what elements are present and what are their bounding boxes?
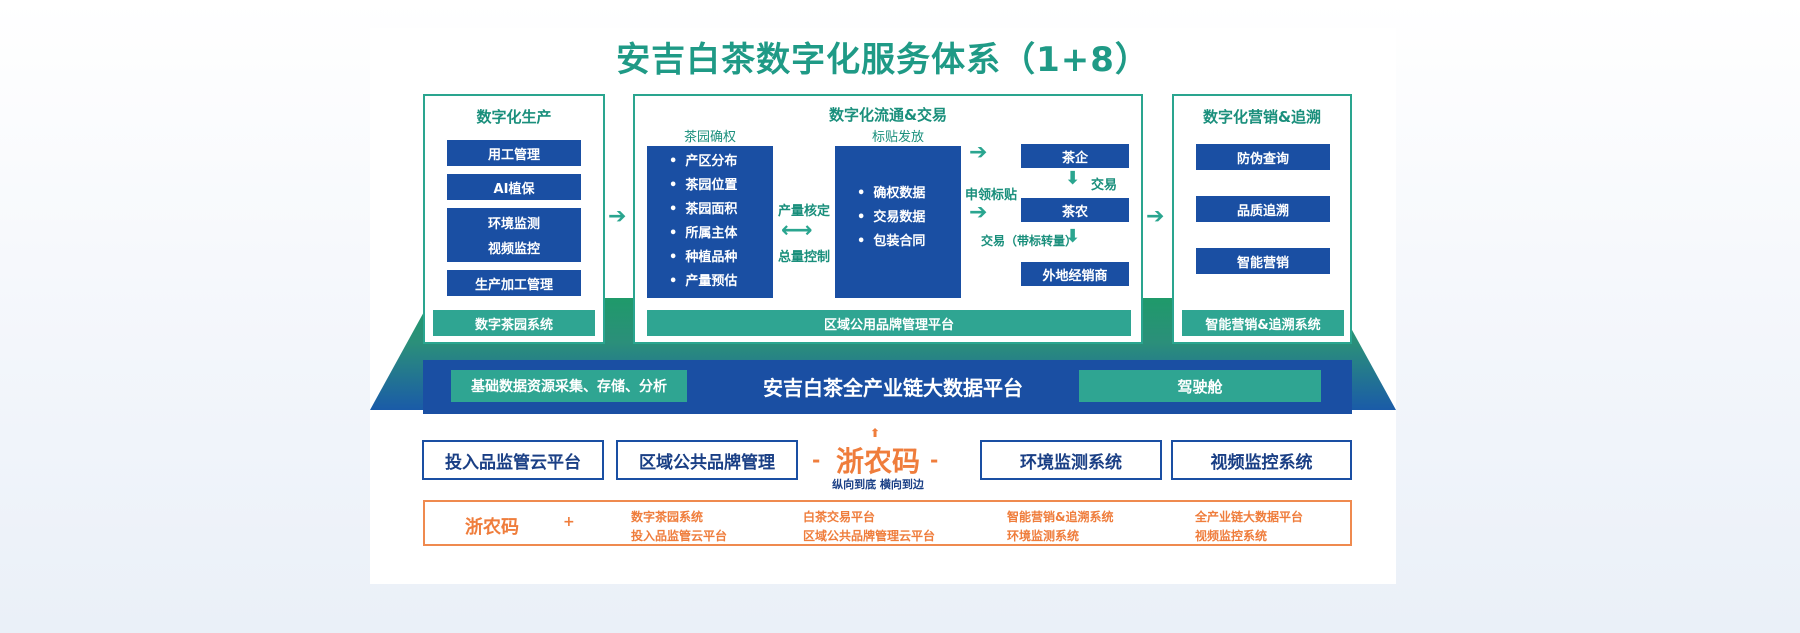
panel-title: 数字化生产 [476, 108, 552, 126]
up-arrow-icon: ⬆ [870, 426, 881, 440]
video-surveillance: 视频监控 [487, 242, 540, 257]
panel-title: 数字化流通&交易 [828, 106, 948, 124]
right-arrow-icon: ➔ [1146, 204, 1165, 229]
legend-item: 区域公共品牌管理云平台 [803, 529, 936, 543]
list-item: 茶园位置 [669, 174, 773, 198]
label-issue-label: 标贴发放 [871, 130, 924, 145]
anti-counterfeit-query: 防伪查询 [1196, 144, 1330, 170]
panel-digital-production: 数字化生产 用工管理 AI植保 环境监测 视频监控 生产加工管理 数字茶园系统 [423, 94, 605, 344]
monitoring-box: 环境监测 视频监控 [447, 208, 581, 262]
right-arrow-icon: ➔ [608, 204, 627, 229]
down-arrow-icon: ⬇ [1065, 226, 1081, 247]
video-surveillance-system: 视频监控系统 [1171, 440, 1352, 480]
total-control-label: 总量控制 [777, 250, 830, 265]
legend-item: 全产业链大数据平台 [1195, 510, 1304, 524]
list-item: 茶园面积 [669, 198, 773, 222]
data-collection-box: 基础数据资源采集、存储、分析 [451, 370, 687, 402]
regional-brand-platform-bar: 区域公用品牌管理平台 [647, 310, 1131, 336]
left-dash-icon: - [812, 448, 821, 472]
double-arrow-icon: ⟷ [781, 218, 813, 243]
big-data-platform-bar: 基础数据资源采集、存储、分析 安吉白茶全产业链大数据平台 驾驶舱 [423, 360, 1352, 414]
list-item: 所属主体 [669, 222, 773, 246]
legend-title: 浙农码 [465, 517, 519, 538]
tea-enterprise-box: 茶企 [1021, 144, 1129, 168]
platform-title: 安吉白茶全产业链大数据平台 [763, 376, 1023, 400]
label-issue-box: 确权数据 交易数据 包装合同 [835, 146, 961, 298]
digital-tea-garden-system: 数字茶园系统 [433, 310, 595, 336]
right-dash-icon: - [930, 448, 939, 472]
zhenong-code-legend: 浙农码 + 数字茶园系统 投入品监管云平台 白茶交易平台 区域公共品牌管理云平台… [423, 500, 1352, 546]
list-item: 确权数据 [857, 182, 961, 206]
output-verification-label: 产量核定 [777, 204, 830, 219]
legend-item: 智能营销&追溯系统 [1007, 510, 1114, 524]
regional-brand-management: 区域公共品牌管理 [616, 440, 798, 480]
panel-digital-circulation: 数字化流通&交易 茶园确权 产区分布 茶园位置 茶园面积 所属主体 种植品种 产… [633, 94, 1143, 344]
list-item: 产区分布 [669, 150, 773, 174]
production-processing-management: 生产加工管理 [447, 270, 581, 296]
quality-traceability: 品质追溯 [1196, 196, 1330, 222]
out-of-town-dealer-box: 外地经销商 [1021, 262, 1129, 286]
apply-label-text: 申领标贴 [965, 188, 1018, 203]
input-supervision-platform: 投入品监管云平台 [422, 440, 604, 480]
right-arrow-icon: ➔ [969, 200, 988, 225]
tea-garden-rights-box: 产区分布 茶园位置 茶园面积 所属主体 种植品种 产量预估 [647, 146, 773, 298]
zhenong-code-subtitle: 纵向到底 横向到边 [832, 478, 924, 491]
legend-item: 投入品监管云平台 [631, 529, 728, 543]
legend-item: 白茶交易平台 [803, 510, 876, 524]
trade-transfer-label: 交易（带标转量） [981, 234, 1078, 248]
right-arrow-icon: ➔ [969, 140, 988, 165]
tea-garden-rights-label: 茶园确权 [683, 130, 736, 145]
panel-title: 数字化营销&追溯 [1202, 108, 1322, 126]
labor-management: 用工管理 [447, 140, 581, 166]
list-item: 种植品种 [669, 246, 773, 270]
legend-item: 环境监测系统 [1007, 529, 1080, 543]
down-arrow-icon: ⬇ [1065, 168, 1081, 189]
panel-digital-marketing: 数字化营销&追溯 防伪查询 品质追溯 智能营销 智能营销&追溯系统 [1172, 94, 1352, 344]
list-item: 包装合同 [857, 230, 961, 254]
environment-monitoring: 环境监测 [487, 217, 540, 232]
tea-farmer-box: 茶农 [1021, 198, 1129, 222]
diagram-canvas: 安吉白茶数字化服务体系（1+8） 数字化生产 用工管理 AI植保 环境监测 视频… [370, 28, 1396, 584]
zhenong-code-title: 浙农码 [835, 445, 920, 478]
trade-label: 交易 [1091, 178, 1118, 193]
diagram-title: 安吉白茶数字化服务体系（1+8） [616, 40, 1150, 80]
list-item: 产量预估 [669, 270, 773, 294]
list-item: 交易数据 [857, 206, 961, 230]
marketing-traceability-system: 智能营销&追溯系统 [1182, 310, 1344, 336]
cockpit-box: 驾驶舱 [1079, 370, 1321, 402]
plus-icon: + [563, 514, 575, 530]
environment-monitoring-system: 环境监测系统 [980, 440, 1162, 480]
legend-item: 视频监控系统 [1195, 529, 1268, 543]
smart-marketing: 智能营销 [1196, 248, 1330, 274]
legend-item: 数字茶园系统 [631, 510, 704, 524]
ai-plant-protection: AI植保 [447, 174, 581, 200]
